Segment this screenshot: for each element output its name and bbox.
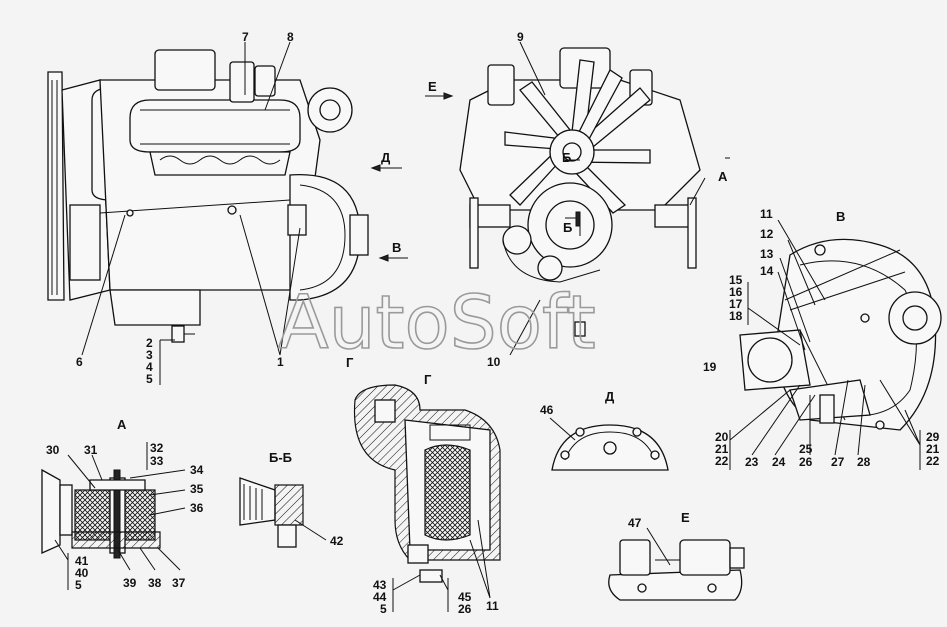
label-30: 30 bbox=[46, 443, 60, 457]
label-12: 12 bbox=[760, 227, 774, 241]
label-5c: 5 bbox=[380, 602, 387, 616]
label-13: 13 bbox=[760, 247, 774, 261]
label-14: 14 bbox=[760, 264, 774, 278]
label-33: 33 bbox=[150, 454, 164, 468]
watermark: AutoSoft bbox=[278, 280, 596, 366]
label-17: 17 bbox=[729, 297, 743, 311]
label-16: 16 bbox=[729, 285, 743, 299]
label-25: 25 bbox=[799, 442, 813, 456]
label-22: 22 bbox=[715, 454, 729, 468]
label-23: 23 bbox=[745, 455, 759, 469]
view-e-detail bbox=[608, 539, 745, 601]
label-32: 32 bbox=[150, 441, 164, 455]
leader-lines bbox=[54, 41, 921, 612]
label-36: 36 bbox=[190, 501, 204, 515]
label-27: 27 bbox=[831, 455, 845, 469]
view-title-e: Е bbox=[681, 510, 690, 525]
label-1: 1 bbox=[277, 355, 284, 369]
section-bb-detail bbox=[239, 477, 304, 548]
view-title-bb: Б-Б bbox=[269, 450, 292, 465]
label-10: 10 bbox=[487, 355, 501, 369]
label-46: 46 bbox=[540, 403, 554, 417]
view-arrows bbox=[370, 92, 454, 262]
label-41: 41 bbox=[75, 554, 89, 568]
label-24: 24 bbox=[772, 455, 786, 469]
label-5: 5 bbox=[146, 372, 153, 386]
label-5b: 5 bbox=[75, 578, 82, 592]
label-19: 19 bbox=[703, 360, 717, 374]
view-d-detail bbox=[551, 424, 669, 471]
section-marker-b-1: Б bbox=[562, 150, 571, 165]
view-marker-v: В bbox=[392, 240, 401, 255]
label-31: 31 bbox=[84, 443, 98, 457]
view-marker-a: А bbox=[718, 169, 728, 184]
label-38: 38 bbox=[148, 576, 162, 590]
label-40: 40 bbox=[75, 566, 89, 580]
label-11: 11 bbox=[760, 207, 773, 221]
label-35: 35 bbox=[190, 482, 204, 496]
label-3: 3 bbox=[146, 348, 153, 362]
engine-front-view bbox=[459, 47, 701, 337]
view-title-v: В bbox=[836, 209, 845, 224]
label-9: 9 bbox=[517, 30, 524, 44]
view-title-d: Д bbox=[605, 389, 615, 404]
label-34: 34 bbox=[190, 463, 204, 477]
label-26: 26 bbox=[799, 455, 813, 469]
view-a-detail bbox=[41, 468, 161, 559]
label-11b: 11 bbox=[486, 599, 499, 613]
label-15: 15 bbox=[729, 273, 743, 287]
view-title-g: Г bbox=[424, 372, 432, 387]
label-39: 39 bbox=[123, 576, 137, 590]
label-22b: 22 bbox=[926, 454, 940, 468]
label-8: 8 bbox=[287, 30, 294, 44]
label-45: 45 bbox=[458, 590, 472, 604]
view-title-a: А bbox=[117, 417, 127, 432]
label-6: 6 bbox=[76, 355, 83, 369]
section-marker-b-2: Б bbox=[563, 220, 572, 235]
view-marker-d: Д bbox=[381, 150, 391, 165]
view-g-section bbox=[353, 384, 501, 583]
label-21: 21 bbox=[715, 442, 729, 456]
label-4: 4 bbox=[146, 360, 153, 374]
view-marker-g: Г bbox=[346, 355, 354, 370]
label-43: 43 bbox=[373, 578, 387, 592]
label-37: 37 bbox=[172, 576, 186, 590]
view-marker-e: Е bbox=[428, 79, 437, 94]
label-44: 44 bbox=[373, 590, 387, 604]
label-28: 28 bbox=[857, 455, 871, 469]
label-47: 47 bbox=[628, 516, 642, 530]
label-7: 7 bbox=[242, 30, 249, 44]
label-42: 42 bbox=[330, 534, 344, 548]
label-21b: 21 bbox=[926, 442, 940, 456]
label-26b: 26 bbox=[458, 602, 472, 616]
label-2: 2 bbox=[146, 336, 153, 350]
part-labels: 7 8 9 6 1 2 3 4 5 10 11 12 13 14 15 16 1… bbox=[46, 30, 940, 616]
label-20: 20 bbox=[715, 430, 729, 444]
engine-side-view bbox=[47, 49, 369, 343]
label-29: 29 bbox=[926, 430, 940, 444]
label-18: 18 bbox=[729, 309, 743, 323]
